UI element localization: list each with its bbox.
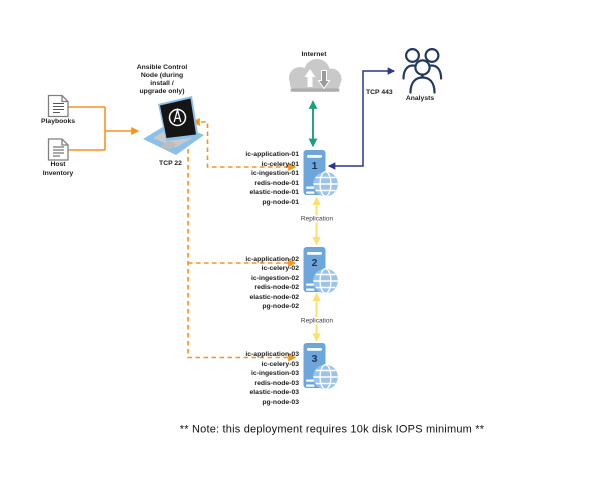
cloud-upload-arrow-icon	[304, 69, 316, 87]
server3-globe-icon	[313, 364, 338, 391]
tcp443-label: TCP 443	[366, 88, 393, 96]
connector-lines	[68, 67, 396, 362]
server2-number: 2	[311, 256, 318, 269]
ssh-line-server3	[187, 149, 297, 362]
server1-globe-icon	[313, 170, 338, 197]
server1-hostnames: ic-application-01 ic-celery-01 ic-ingest…	[245, 150, 299, 207]
hostname: ic-ingestion-03	[251, 370, 299, 378]
hostname: elastic-node-02	[249, 293, 299, 301]
hostname: ic-application-03	[245, 351, 299, 359]
cloud-download-arrow-icon	[317, 70, 331, 90]
hostname: elastic-node-01	[249, 189, 299, 197]
playbooks-label: Playbooks	[41, 117, 75, 125]
ansible-laptop-icon	[143, 96, 204, 155]
analysts-label: Analysts	[405, 95, 435, 102]
server1-number: 1	[311, 159, 318, 172]
control-node-caption: Ansible Control Node (during install / u…	[136, 63, 188, 96]
server3-hostnames: ic-application-03 ic-celery-03 ic-ingest…	[245, 350, 299, 407]
hostname: pg-node-03	[262, 398, 299, 406]
internet-label: Internet	[301, 51, 327, 58]
deployment-note: ** Note: this deployment requires 10k di…	[179, 423, 485, 436]
hostname: redis-node-02	[254, 284, 299, 292]
host-inventory-label: Host Inventory	[42, 161, 74, 177]
hostname: redis-node-03	[254, 379, 299, 387]
hostname: pg-node-02	[262, 303, 299, 311]
hostname: elastic-node-03	[249, 389, 299, 397]
playbooks-icon	[47, 94, 69, 118]
analysts-icon	[402, 47, 443, 94]
hostname: pg-node-01	[262, 198, 299, 206]
server2-hostnames: ic-application-02 ic-celery-02 ic-ingest…	[245, 255, 299, 312]
host-inventory-icon	[47, 138, 69, 161]
hostname: ic-celery-02	[261, 265, 299, 273]
tcp443-line	[327, 67, 396, 170]
hostname: redis-node-01	[254, 179, 299, 187]
server2-globe-icon	[313, 268, 338, 295]
sources-to-node-line	[68, 106, 106, 151]
hostname: ic-ingestion-01	[251, 170, 299, 178]
internet-cloud-icon	[289, 59, 342, 92]
tcp22-label: TCP 22	[159, 160, 182, 167]
hostname: ic-celery-01	[261, 160, 299, 168]
hostname: ic-celery-03	[261, 360, 299, 368]
replication-label-2: Replication	[298, 317, 336, 325]
hostname: ic-application-02	[245, 255, 299, 263]
server3-number: 3	[311, 352, 318, 365]
hostname: ic-ingestion-02	[251, 274, 299, 282]
replication-label-1: Replication	[298, 215, 336, 223]
hostname: ic-application-01	[245, 151, 299, 159]
